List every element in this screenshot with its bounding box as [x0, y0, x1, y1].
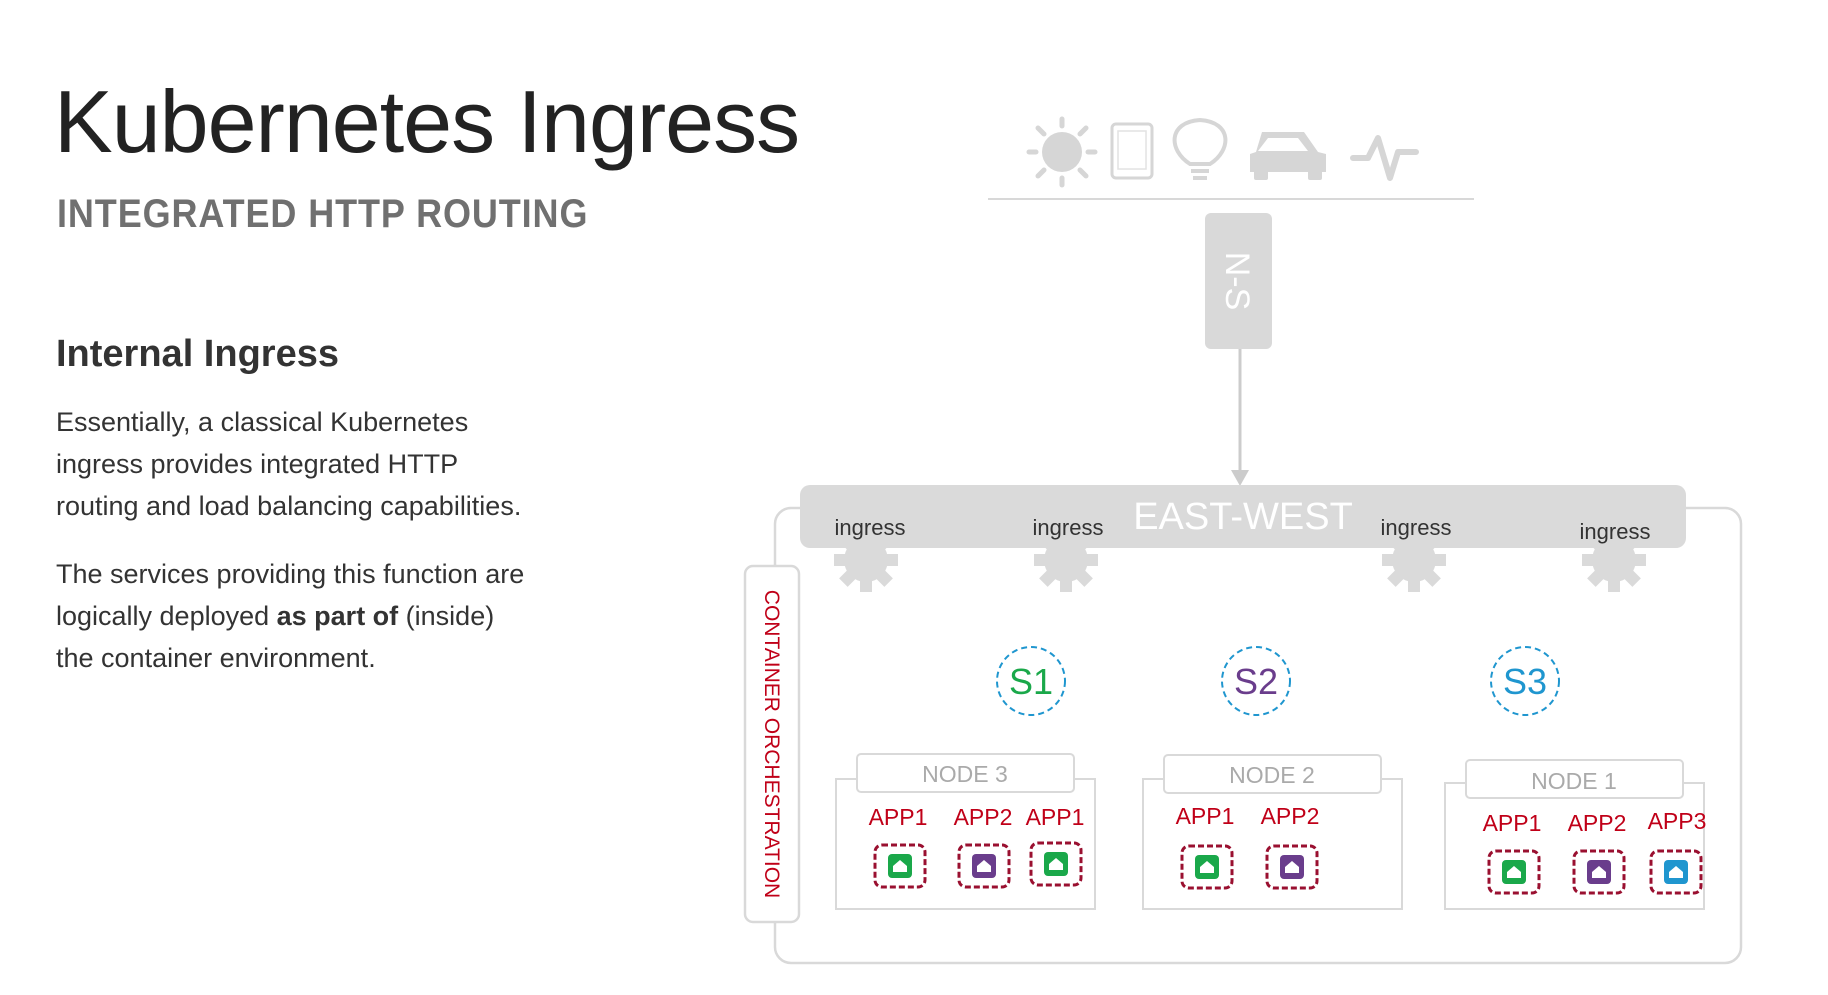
app-label: APP2 [954, 804, 1013, 830]
service-s2: S2 [1221, 646, 1291, 716]
app-container [957, 843, 1011, 889]
paragraph-line: ingress provides integrated HTTP [56, 449, 459, 479]
node-label: NODE 1 [1531, 768, 1617, 794]
ingress-label: ingress [1033, 515, 1104, 540]
home-icon [1507, 866, 1521, 878]
home-icon [1592, 866, 1606, 878]
app-container [1265, 844, 1319, 890]
home-icon [1049, 858, 1063, 870]
app-label: APP1 [1176, 803, 1235, 829]
east-west-bar [800, 485, 1686, 548]
east-west-label: EAST-WEST [1133, 496, 1353, 538]
node-3: NODE 3 APP1 APP2 APP1 [835, 753, 1096, 910]
orchestration-bar [743, 564, 801, 924]
node-2: NODE 2 APP1 APP2 [1142, 754, 1403, 910]
paragraph-line: (inside) [398, 601, 495, 631]
ingress-label: ingress [1381, 515, 1452, 540]
service-s1: S1 [996, 646, 1066, 716]
app-container [1487, 849, 1541, 895]
node-label: NODE 3 [922, 761, 1008, 787]
ingress-label: ingress [1580, 519, 1651, 544]
service-label: S3 [1503, 661, 1547, 702]
node-1: NODE 1 APP1 APP2 APP3 [1444, 759, 1707, 910]
app-container [1180, 844, 1234, 890]
home-icon [1285, 861, 1299, 873]
lightbulb-icon [1172, 117, 1228, 180]
app-label: APP3 [1648, 808, 1707, 834]
paragraph-services: The services providing this function are… [56, 553, 616, 679]
app-container [873, 843, 927, 889]
ingress-label: ingress [835, 515, 906, 540]
paragraph-line: Essentially, a classical Kubernetes [56, 407, 469, 437]
home-icon [1200, 861, 1214, 873]
app-label: APP1 [1483, 810, 1542, 836]
node-label: NODE 2 [1229, 762, 1315, 788]
page-subtitle: INTEGRATED HTTP ROUTING [57, 192, 589, 236]
node-label-box [856, 753, 1075, 793]
app-label: APP2 [1568, 810, 1627, 836]
service-s3: S3 [1490, 646, 1560, 716]
ns-arrow-head [1231, 470, 1249, 486]
app-label: APP1 [869, 804, 928, 830]
paragraph-line: routing and load balancing capabilities. [56, 491, 522, 521]
node-label-box [1163, 754, 1382, 794]
node-label-box [1465, 759, 1684, 799]
ns-label: N-S [1218, 252, 1256, 311]
app-label: APP2 [1261, 803, 1320, 829]
paragraph-line: logically deployed [56, 601, 277, 631]
home-icon [893, 860, 907, 872]
service-label: S1 [1009, 661, 1053, 702]
home-icon [977, 860, 991, 872]
app-label: APP1 [1026, 804, 1085, 830]
orchestration-label: CONTAINER ORCHESTRATION [760, 590, 783, 898]
ns-gateway [1205, 213, 1272, 349]
sun-icon [1026, 116, 1098, 188]
paragraph-line: The services providing this function are [56, 559, 525, 589]
heartbeat-icon [1350, 135, 1419, 181]
section-heading: Internal Ingress [56, 333, 339, 375]
app-container [1029, 841, 1083, 887]
service-label: S2 [1234, 661, 1278, 702]
car-icon [1250, 132, 1326, 180]
paragraph-intro: Essentially, a classical Kubernetes ingr… [56, 401, 616, 527]
paragraph-line: the container environment. [56, 643, 376, 673]
paragraph-emphasis: as part of [276, 601, 399, 631]
app-container [1572, 849, 1626, 895]
home-icon [1669, 866, 1683, 878]
app-container [1649, 849, 1703, 895]
page-title: Kubernetes Ingress [54, 72, 800, 171]
tablet-icon [1110, 122, 1154, 180]
